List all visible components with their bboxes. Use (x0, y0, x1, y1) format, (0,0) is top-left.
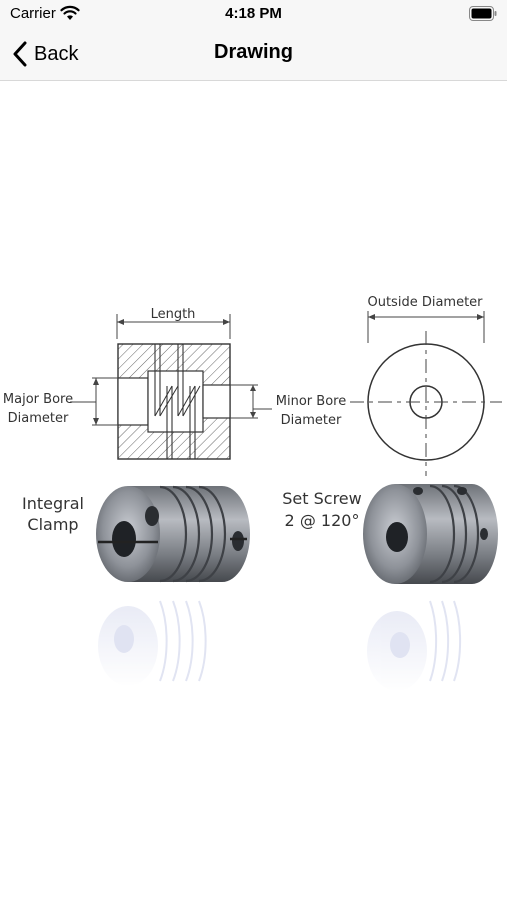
set-screw-label-line2: 2 @ 120° (285, 511, 360, 530)
section-view: Length (3, 307, 346, 460)
carrier-label: Carrier (10, 5, 56, 22)
major-bore-label-line2: Diameter (8, 411, 69, 426)
coupling-drawing: Length (3, 295, 502, 691)
status-bar: Carrier 4:18 PM (0, 0, 507, 28)
end-view: Outside Diameter (350, 295, 502, 476)
integral-clamp-label-line2: Clamp (27, 515, 78, 534)
drawing-view: Length (0, 81, 507, 900)
minor-bore-label-line1: Minor Bore (276, 394, 346, 409)
status-clock: 4:18 PM (225, 5, 282, 22)
chevron-left-icon (13, 41, 27, 67)
minor-bore-label-line2: Diameter (281, 413, 342, 428)
set-screw-coupling: Set Screw 2 @ 120° (282, 484, 498, 691)
back-button-label: Back (34, 42, 79, 65)
back-button[interactable]: Back (12, 38, 78, 70)
integral-clamp-label-line1: Integral (22, 494, 84, 513)
integral-clamp-coupling: Integral Clamp (22, 485, 250, 686)
major-bore-label-line1: Major Bore (3, 392, 73, 407)
page-title: Drawing (214, 41, 293, 63)
outside-diameter-label: Outside Diameter (367, 295, 483, 310)
battery-icon (469, 6, 497, 21)
navigation-bar: Back Drawing (0, 28, 507, 81)
set-screw-label-line1: Set Screw (282, 489, 361, 508)
wifi-icon (60, 5, 80, 20)
length-label: Length (151, 307, 196, 322)
